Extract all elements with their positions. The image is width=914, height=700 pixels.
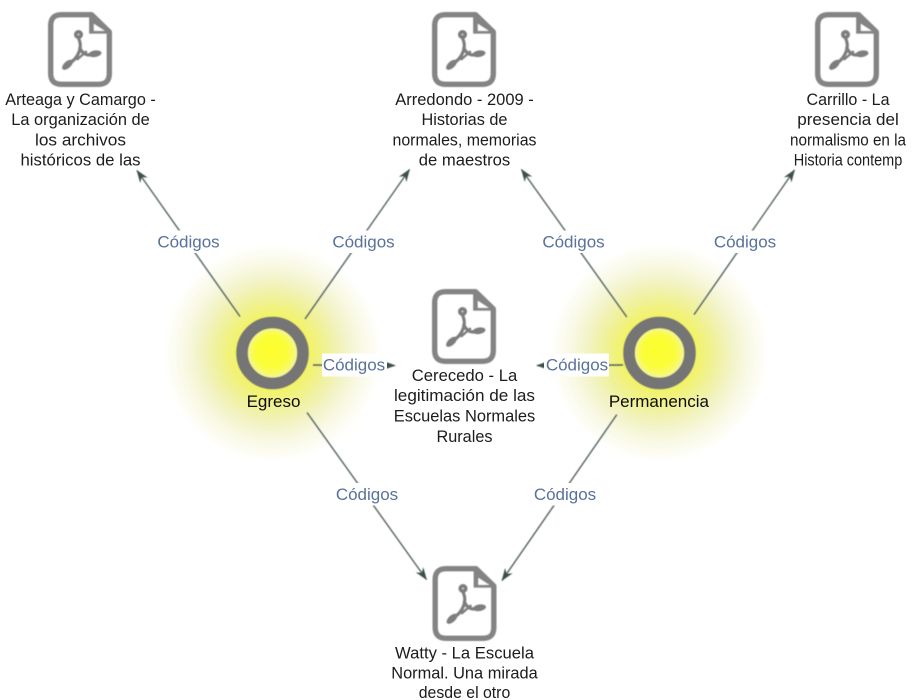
svg-text:Escuelas Normales: Escuelas Normales — [394, 407, 536, 426]
svg-text:Códigos: Códigos — [157, 233, 219, 252]
svg-text:Códigos: Códigos — [332, 233, 394, 252]
svg-text:Historia contemp: Historia contemp — [794, 151, 903, 170]
svg-text:legitimación de las: legitimación de las — [394, 386, 535, 405]
svg-text:presencia del: presencia del — [797, 110, 899, 129]
svg-text:La organización de: La organización de — [11, 110, 150, 129]
svg-text:Códigos: Códigos — [336, 485, 398, 504]
svg-text:los archivos: los archivos — [35, 131, 126, 150]
svg-text:Códigos: Códigos — [546, 356, 608, 375]
svg-text:Arredondo - 2009 -: Arredondo - 2009 - — [395, 90, 534, 109]
svg-text:de maestros: de maestros — [419, 151, 511, 170]
svg-text:Watty - La Escuela: Watty - La Escuela — [395, 644, 535, 663]
svg-text:Normal. Una mirada: Normal. Una mirada — [391, 664, 538, 683]
svg-text:Códigos: Códigos — [534, 485, 596, 504]
svg-text:Rurales: Rurales — [437, 427, 493, 446]
svg-text:históricos de las: históricos de las — [21, 151, 141, 170]
svg-text:normalismo en la: normalismo en la — [790, 131, 906, 150]
svg-text:Códigos: Códigos — [714, 233, 776, 252]
svg-text:Códigos: Códigos — [323, 356, 385, 375]
svg-text:normales, memorias: normales, memorias — [393, 131, 537, 150]
svg-text:Egreso: Egreso — [247, 392, 301, 411]
svg-text:Cerecedo - La: Cerecedo - La — [412, 366, 518, 385]
svg-text:Carrillo - La: Carrillo - La — [807, 90, 891, 109]
svg-text:Permanencia: Permanencia — [609, 392, 710, 411]
svg-text:desde el otro: desde el otro — [419, 683, 511, 700]
svg-text:Códigos: Códigos — [542, 233, 604, 252]
svg-text:Arteaga y Camargo -: Arteaga y Camargo - — [5, 90, 156, 109]
svg-text:Historias de: Historias de — [422, 110, 508, 129]
